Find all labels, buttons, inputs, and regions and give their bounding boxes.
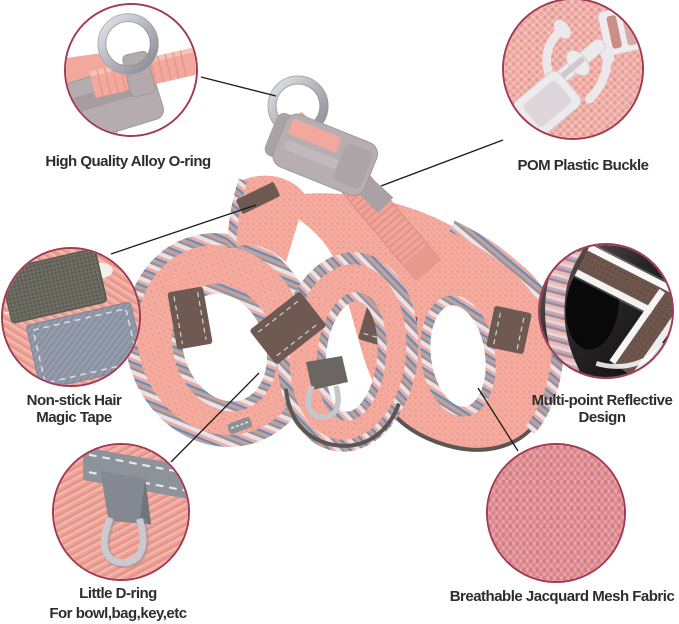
side-tag bbox=[227, 417, 253, 434]
callout-line-o-ring bbox=[200, 76, 277, 97]
callout-lines bbox=[110, 76, 519, 463]
o-ring-label: High Quality Alloy O-ring bbox=[18, 153, 238, 170]
reflective-strip-shoulder bbox=[236, 182, 280, 214]
magic-tape-label-line1: Non-stick Hair bbox=[26, 392, 122, 409]
center-loop bbox=[277, 252, 419, 452]
magic-tape-label-line2: Magic Tape bbox=[36, 409, 112, 426]
reflective-strip-right bbox=[486, 306, 532, 354]
d-ring-detail-photo bbox=[52, 443, 190, 581]
mesh-fabric-label: Breathable Jacquard Mesh Fabric bbox=[442, 588, 679, 605]
callout-line-mesh bbox=[477, 387, 519, 452]
mesh-fabric-label-text: Breathable Jacquard Mesh Fabric bbox=[449, 588, 675, 605]
oring-detail-photo bbox=[64, 3, 198, 137]
plastic-buckle bbox=[264, 112, 394, 213]
magic-tape-label: Non-stick Hair Magic Tape bbox=[0, 392, 184, 426]
callout-line-d-ring bbox=[170, 372, 260, 463]
little-d-ring bbox=[305, 384, 341, 420]
buckle-detail-photo bbox=[502, 0, 644, 140]
d-ring-label: Little D-ring For bowl,bag,key,etc bbox=[8, 584, 228, 624]
oring-zoom bbox=[97, 13, 159, 75]
pom-buckle-label: POM Plastic Buckle bbox=[473, 157, 679, 174]
harness-body bbox=[124, 75, 564, 452]
reflective-strip-left-wing bbox=[167, 286, 213, 350]
reflective-detail-photo bbox=[538, 243, 674, 379]
d-ring-label-line1: Little D-ring bbox=[79, 585, 157, 602]
reflective-label-line1: Multi-point Reflective bbox=[531, 392, 673, 409]
callout-line-buckle bbox=[380, 139, 504, 187]
reflective-strip-center bbox=[250, 292, 326, 364]
reflective-label-line2: Design bbox=[578, 409, 626, 426]
callout-line-magic-tape bbox=[110, 204, 257, 255]
magic-tape-detail-photo bbox=[1, 247, 141, 387]
pom-buckle-label-text: POM Plastic Buckle bbox=[517, 157, 649, 174]
d-ring-label-line2: For bowl,bag,key,etc bbox=[49, 605, 187, 622]
o-ring-label-text: High Quality Alloy O-ring bbox=[45, 153, 211, 170]
mesh-fabric-detail-photo bbox=[486, 443, 626, 583]
reflective-label: Multi-point Reflective Design bbox=[492, 392, 679, 426]
